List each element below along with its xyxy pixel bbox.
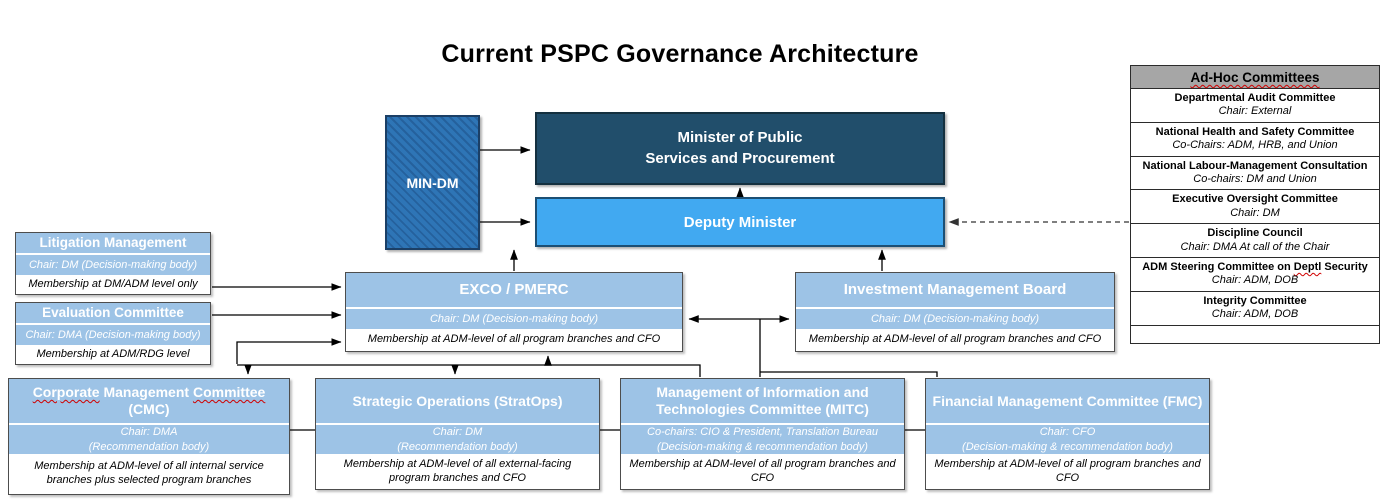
- committee-chair: Chair: DMA (Decision-making body): [16, 325, 210, 345]
- committee-litigation-management: Litigation Management Chair: DM (Decisio…: [15, 232, 211, 295]
- deputy-minister-label: Deputy Minister: [683, 213, 797, 231]
- min-dm-label: MIN-DM: [406, 174, 459, 191]
- committee-evaluation: Evaluation Committee Chair: DMA (Decisio…: [15, 302, 211, 365]
- adhoc-empty-row: [1131, 326, 1379, 343]
- committee-membership: Membership at DM/ADM level only: [16, 275, 210, 294]
- committee-membership: Membership at ADM/RDG level: [16, 345, 210, 364]
- committee-title: Management of Information and Technologi…: [621, 379, 904, 425]
- minister-label-line1: Minister of Public: [677, 129, 803, 147]
- committee-chair: Chair: DM (Recommendation body): [316, 425, 599, 454]
- committee-title: Litigation Management: [16, 233, 210, 255]
- committee-membership: Membership at ADM-level of all program b…: [796, 329, 1114, 351]
- committee-membership: Membership at ADM-level of all program b…: [926, 454, 1209, 489]
- committee-chair: Chair: DM (Decision-making body): [16, 255, 210, 275]
- adhoc-table-header: Ad-Hoc Committees: [1131, 66, 1379, 89]
- adhoc-row-labour-management: National Labour-Management Consultation …: [1131, 157, 1379, 191]
- committee-membership: Membership at ADM-level of all program b…: [621, 454, 904, 489]
- adhoc-header-label: Ad-Hoc Committees: [1190, 70, 1320, 85]
- committee-membership: Membership at ADM-level of all program b…: [346, 329, 682, 351]
- committee-chair: Co-chairs: CIO & President, Translation …: [621, 425, 904, 454]
- adhoc-row-departmental-audit: Departmental Audit Committee Chair: Exte…: [1131, 89, 1379, 123]
- adhoc-row-discipline-council: Discipline Council Chair: DMA At call of…: [1131, 224, 1379, 259]
- committee-title: Evaluation Committee: [16, 303, 210, 325]
- committee-fmc: Financial Management Committee (FMC) Cha…: [925, 378, 1210, 490]
- committee-membership: Membership at ADM-level of all external-…: [316, 454, 599, 489]
- committee-title: Financial Management Committee (FMC): [926, 379, 1209, 425]
- adhoc-row-health-safety: National Health and Safety Committee Co-…: [1131, 123, 1379, 157]
- committee-stratops: Strategic Operations (StratOps) Chair: D…: [315, 378, 600, 490]
- adhoc-row-integrity: Integrity Committee Chair: ADM, DOB: [1131, 292, 1379, 326]
- committee-investment-management-board: Investment Management Board Chair: DM (D…: [795, 272, 1115, 352]
- committee-title: Investment Management Board: [796, 273, 1114, 309]
- node-minister: Minister of Public Services and Procurem…: [535, 112, 945, 185]
- adhoc-row-executive-oversight: Executive Oversight Committee Chair: DM: [1131, 190, 1379, 225]
- committee-title: Strategic Operations (StratOps): [316, 379, 599, 425]
- committee-chair: Chair: DMA (Recommendation body): [9, 425, 289, 454]
- page-title: Current PSPC Governance Architecture: [441, 40, 919, 68]
- committee-exco-pmerc: EXCO / PMERC Chair: DM (Decision-making …: [345, 272, 683, 352]
- committee-title: EXCO / PMERC: [346, 273, 682, 309]
- committee-chair: Chair: DM (Decision-making body): [796, 309, 1114, 329]
- node-min-dm: MIN-DM: [385, 115, 480, 250]
- adhoc-row-adm-steering-security: ADM Steering Committee on Deptl Security…: [1131, 258, 1379, 292]
- committee-cmc: Corporate Management Committee (CMC) Cha…: [8, 378, 290, 495]
- node-deputy-minister: Deputy Minister: [535, 197, 945, 247]
- committee-chair: Chair: DM (Decision-making body): [346, 309, 682, 329]
- committee-title: Corporate Management Committee (CMC): [9, 379, 289, 425]
- minister-label-line2: Services and Procurement: [645, 149, 835, 167]
- committee-chair: Chair: CFO (Decision-making & recommenda…: [926, 425, 1209, 454]
- adhoc-committees-table: Ad-Hoc Committees Departmental Audit Com…: [1130, 65, 1380, 344]
- committee-mitc: Management of Information and Technologi…: [620, 378, 905, 490]
- committee-membership: Membership at ADM-level of all internal …: [9, 454, 289, 494]
